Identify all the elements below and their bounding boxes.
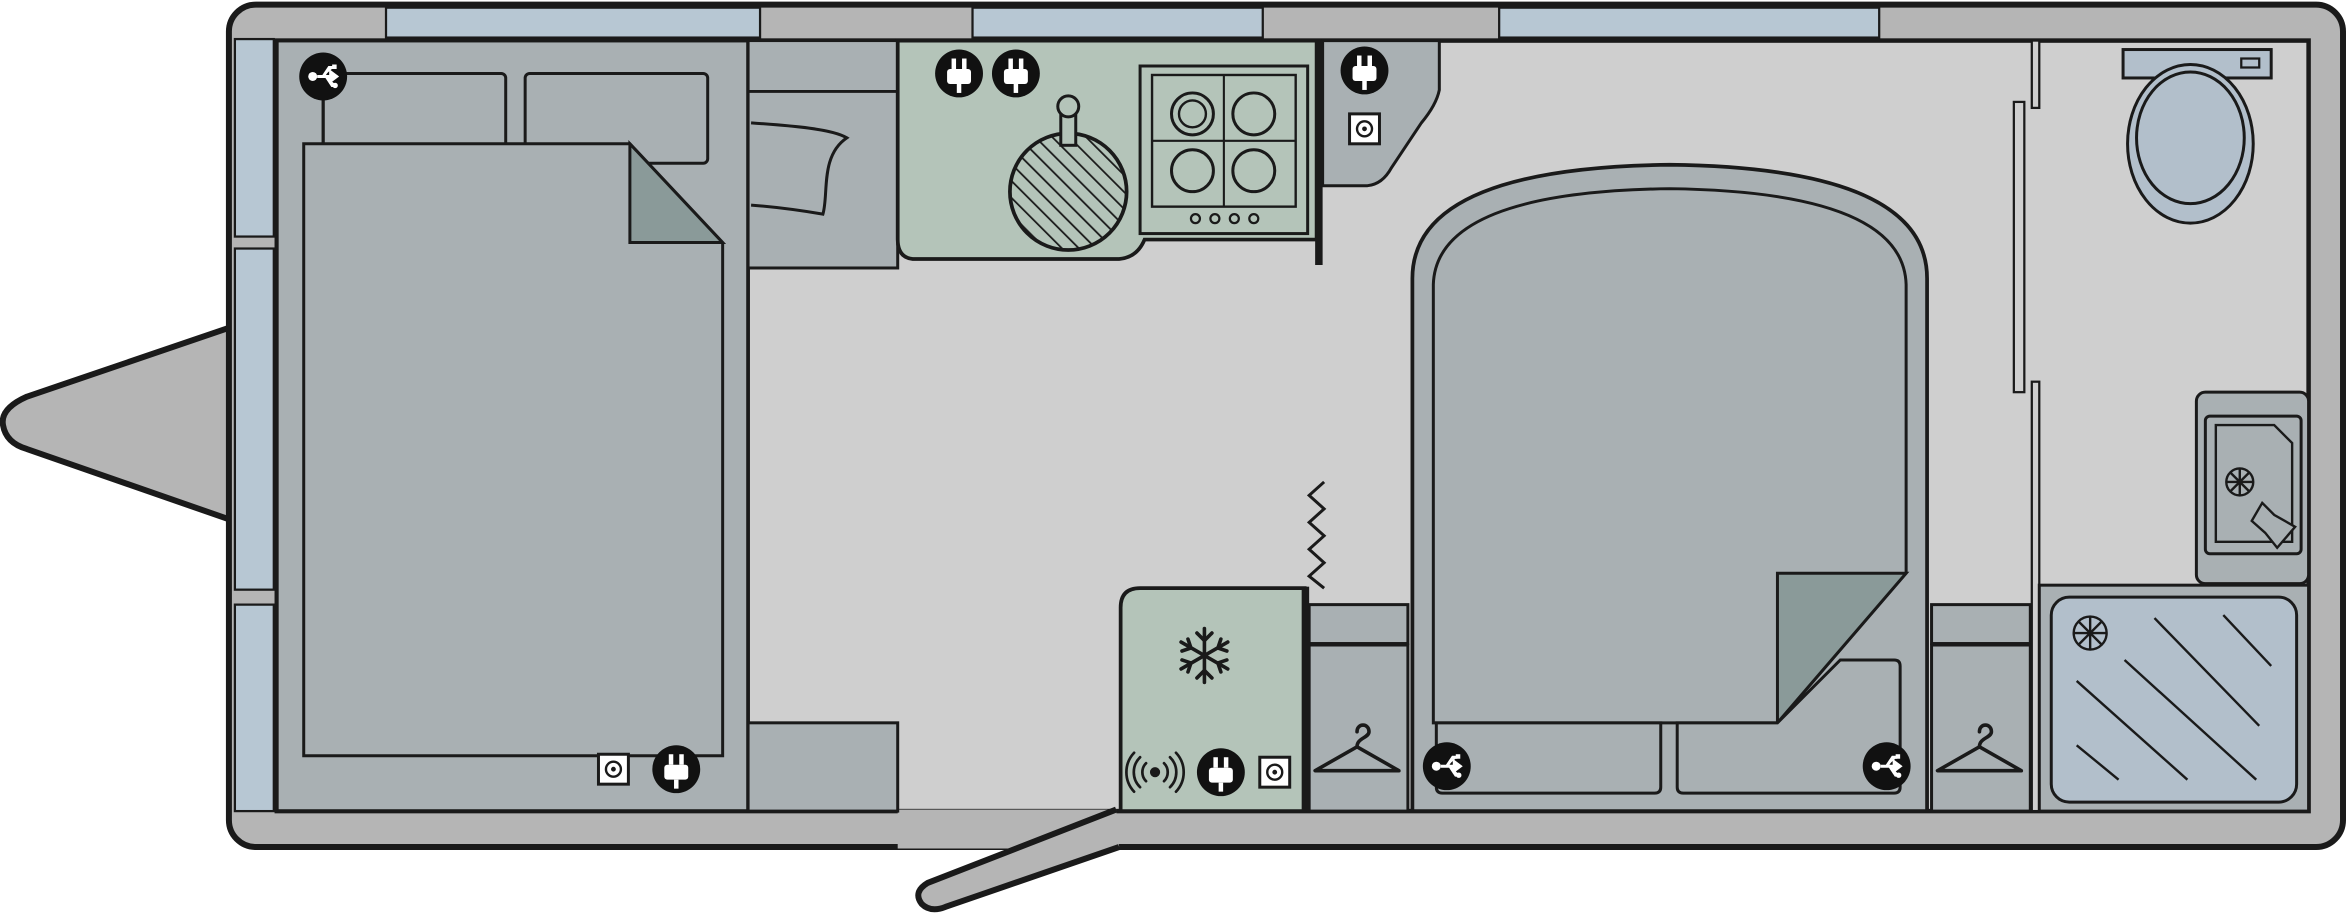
- front-window: [233, 603, 275, 813]
- heater-icon: [1306, 480, 1327, 590]
- window: [971, 6, 1264, 39]
- wardrobe-shelf: [1307, 603, 1410, 646]
- mains-socket-icon: [1196, 748, 1245, 797]
- bedside-unit: [746, 721, 900, 813]
- hob-burner: [1170, 148, 1215, 194]
- window: [1498, 6, 1881, 39]
- basin-bowl: [2214, 423, 2294, 543]
- usb-socket-icon: [1421, 740, 1473, 792]
- usb-socket-icon: [297, 51, 349, 102]
- tv-aerial-socket-icon: [1348, 112, 1381, 146]
- tv-aerial-socket-icon: [596, 752, 630, 786]
- entrance-door: [915, 806, 1121, 913]
- hob-burner: [1231, 148, 1277, 194]
- mains-socket-icon: [1340, 46, 1389, 95]
- mains-socket-icon: [991, 49, 1040, 98]
- hob-knob: [1209, 213, 1221, 225]
- shower-glass-reflection: [2075, 614, 2273, 781]
- hob-knob: [1248, 213, 1260, 225]
- front-window: [233, 37, 275, 238]
- hob-knob: [1228, 213, 1240, 225]
- wifi-signal-icon: [1125, 751, 1186, 793]
- flush-button: [2240, 57, 2261, 69]
- toilet-seat: [2135, 70, 2246, 206]
- drain-icon: [2225, 467, 2255, 497]
- window: [384, 6, 762, 39]
- front-bed-duvet: [302, 142, 725, 758]
- mains-socket-icon: [652, 745, 701, 794]
- kitchen-sink: [1008, 131, 1129, 252]
- tv-aerial-socket-icon: [1258, 755, 1292, 789]
- sink-tap-head: [1056, 94, 1081, 119]
- mains-socket-icon: [935, 49, 983, 98]
- basin-tap: [2250, 500, 2297, 550]
- kitchen-partition: [1315, 40, 1323, 265]
- hob-knob: [1189, 213, 1202, 225]
- rear-bed-duvet-fold: [1775, 571, 1910, 727]
- pillow: [1675, 658, 1902, 795]
- hob-burner: [1177, 99, 1208, 129]
- bedside-cushion: [750, 121, 850, 216]
- pillow: [1434, 721, 1663, 795]
- bedside-unit: [746, 39, 900, 270]
- wardrobe-shelf: [1930, 603, 2032, 646]
- duvet-fold: [628, 140, 727, 245]
- fridge-partition: [1301, 586, 1310, 812]
- washroom-wall: [2030, 39, 2041, 110]
- usb-socket-icon: [1861, 740, 1913, 792]
- tow-hitch: [0, 323, 237, 524]
- fridge-unit: [1118, 586, 1307, 813]
- front-window: [233, 247, 275, 591]
- hob-burner: [1231, 91, 1277, 137]
- drain-icon: [2072, 615, 2108, 651]
- washroom-door: [2012, 100, 2026, 394]
- snowflake-icon: [1179, 626, 1230, 685]
- hob-burner: [1170, 91, 1215, 137]
- shower-tray: [2049, 595, 2299, 804]
